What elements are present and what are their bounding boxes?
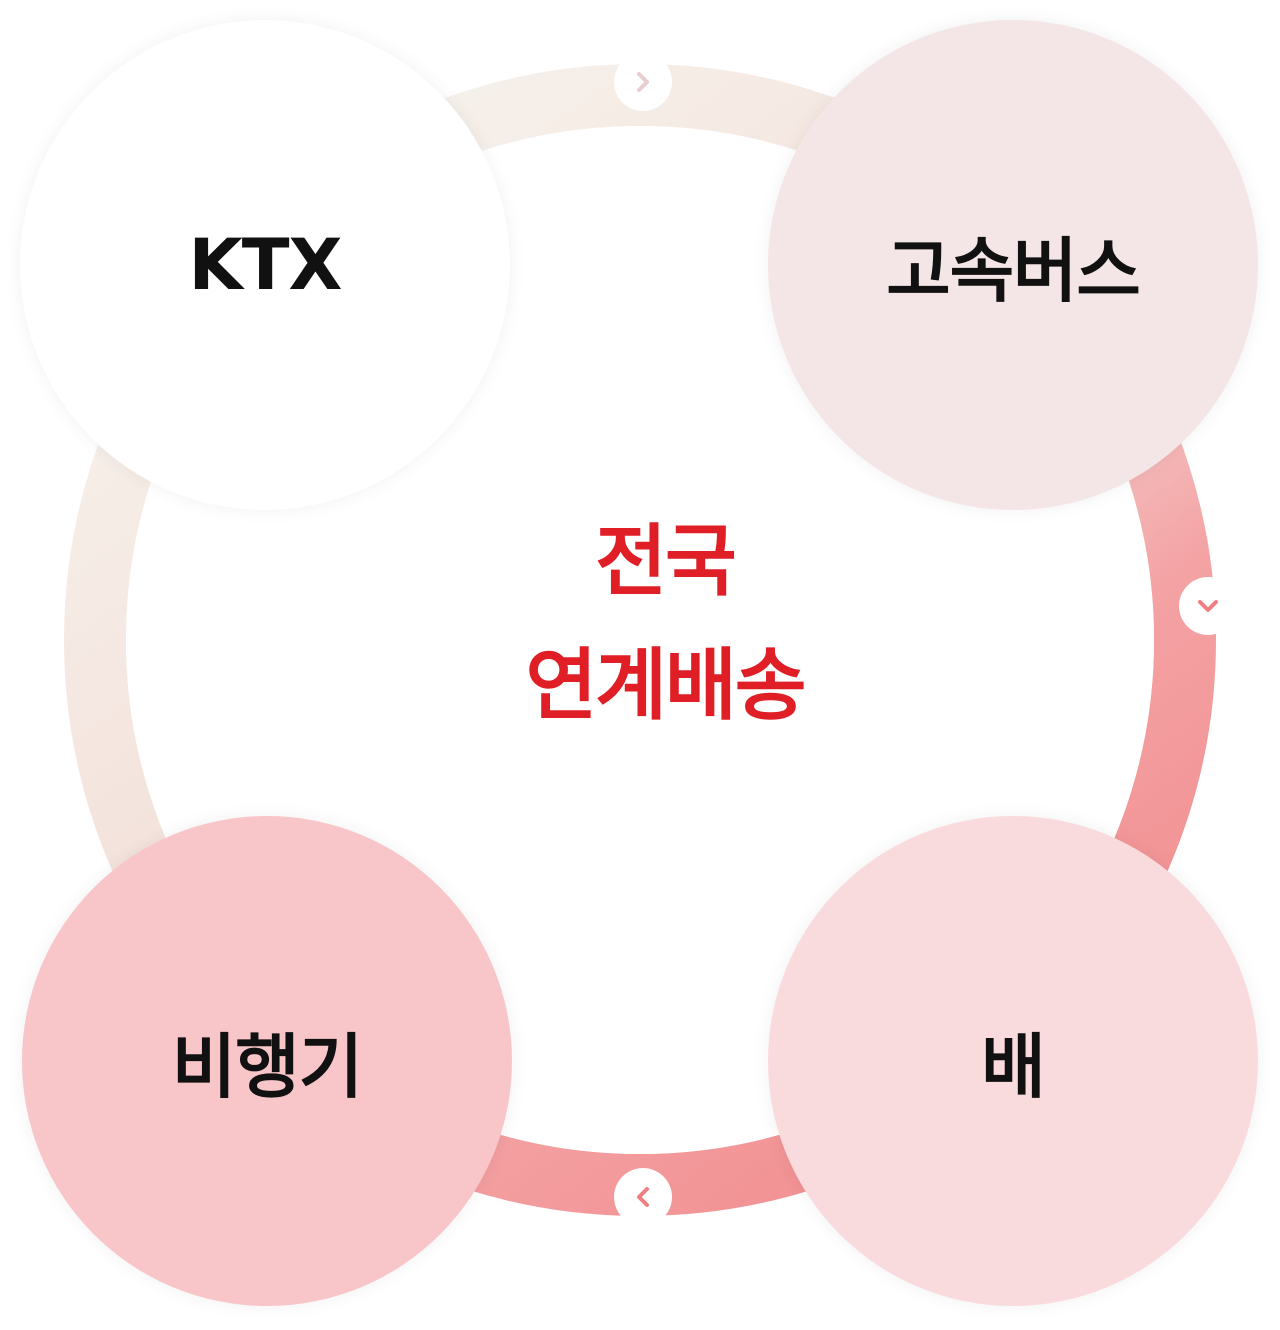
node-express-bus: 고속버스 <box>768 20 1258 510</box>
node-ktx-label: KTX <box>188 224 343 306</box>
center-title: 전국 연계배송 <box>390 500 940 748</box>
chevron-down-icon <box>1179 577 1237 635</box>
center-title-line2: 연계배송 <box>525 641 806 731</box>
center-title-line1: 전국 <box>595 517 737 607</box>
node-ktx: KTX <box>20 20 510 510</box>
node-airplane: 비행기 <box>22 816 512 1306</box>
chevron-right-icon <box>614 53 672 111</box>
node-ship: 배 <box>768 816 1258 1306</box>
node-express-bus-label: 고속버스 <box>886 229 1141 312</box>
node-ship-label: 배 <box>981 1025 1045 1108</box>
node-airplane-label: 비행기 <box>171 1025 363 1108</box>
chevron-left-icon <box>614 1168 672 1226</box>
